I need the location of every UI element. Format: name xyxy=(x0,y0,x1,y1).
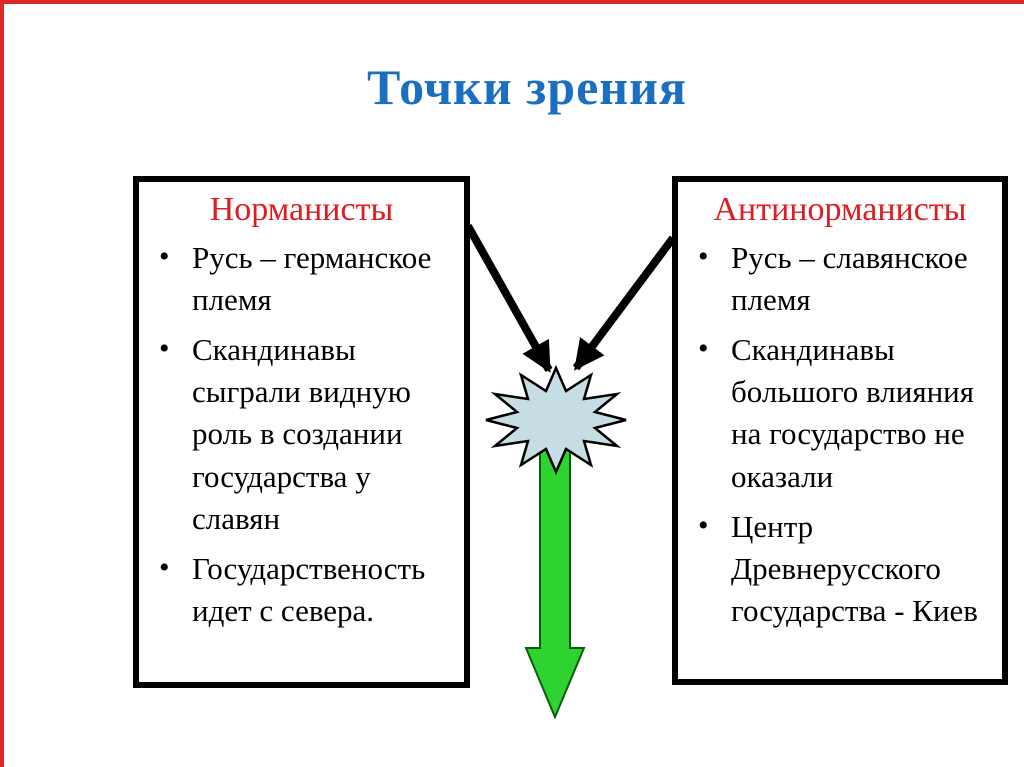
slide-title: Точки зрения xyxy=(367,59,687,115)
bullet-item: Скандинавы большого влияния на государст… xyxy=(684,329,990,498)
black-converging-arrow-left xyxy=(464,224,553,373)
antinormanists-bullet-list: Русь – славянское племя Скандинавы больш… xyxy=(684,237,990,632)
normanists-heading: Норманисты xyxy=(209,191,394,228)
bullet-item: Государственость идет с севера. xyxy=(145,548,451,632)
clash-starburst-icon xyxy=(485,364,627,476)
antinormanists-heading: Антинорманисты xyxy=(713,191,967,228)
normanists-box: Норманисты Русь – германское племя Сканд… xyxy=(133,176,470,688)
normanists-bullet-list: Русь – германское племя Скандинавы сыгра… xyxy=(145,237,451,632)
antinormanists-box: Антинорманисты Русь – славянское племя С… xyxy=(672,176,1008,685)
bullet-item: Русь – славянское племя xyxy=(684,237,990,321)
bullet-item: Скандинавы сыграли видную роль в создани… xyxy=(145,329,451,540)
slide-left-accent-border xyxy=(0,0,4,767)
green-down-arrow-icon xyxy=(524,444,586,720)
slide-top-accent-border xyxy=(0,0,1024,4)
black-converging-arrow-right xyxy=(572,235,677,371)
bullet-item: Центр Древнерусского государства - Киев xyxy=(684,506,990,632)
bullet-item: Русь – германское племя xyxy=(145,237,451,321)
